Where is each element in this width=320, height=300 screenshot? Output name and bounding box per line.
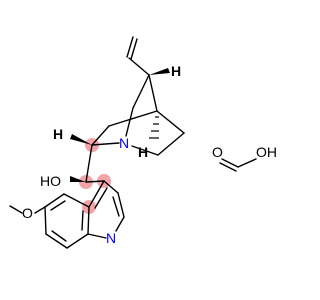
label-n-quinoline: N xyxy=(106,230,116,246)
bond-c4a-c4prime-a xyxy=(88,180,105,208)
bond-vinyl xyxy=(128,57,150,76)
bond-c8-c8a xyxy=(66,233,89,249)
bond-c8-c9 xyxy=(85,144,93,183)
bond-c6-o xyxy=(34,206,46,214)
stereo-bonds xyxy=(70,68,170,182)
bond-c3-c4 xyxy=(148,74,158,112)
bond-c4-c5 xyxy=(156,110,185,134)
bond-c6-c7 xyxy=(44,206,47,235)
bond-c5-c6 xyxy=(157,132,185,156)
bond-c4prime-c3prime xyxy=(103,180,119,194)
label-ho: HO xyxy=(40,173,61,189)
label-h-top: H xyxy=(171,63,181,79)
bond-c5-c6-inner xyxy=(50,200,66,211)
label-n-bridge: N xyxy=(119,135,129,151)
hatch-h-bridge xyxy=(149,116,159,139)
label-h-left: H xyxy=(53,126,63,142)
bond-vinyl-terminal xyxy=(126,36,134,58)
label-o-methoxy: O xyxy=(22,205,33,221)
bond-c6-n1 xyxy=(131,145,159,156)
bond-c7-c8 xyxy=(91,125,110,146)
bond-c3prime-c2prime-b xyxy=(112,196,120,217)
bond-c8a-c4a-inner xyxy=(81,210,84,231)
wedge-ho xyxy=(70,176,86,182)
bond-c3-c2 xyxy=(132,74,150,109)
bond-formic-co-a xyxy=(221,158,239,168)
bond-formic-co-b xyxy=(219,162,237,172)
bond-c5-c6 xyxy=(44,193,65,208)
bond-c8a-c4a xyxy=(87,206,90,235)
bond-c7-c8 xyxy=(45,233,68,249)
bond-c2prime-n xyxy=(115,216,125,232)
label-formic-oh: OH xyxy=(256,144,277,160)
bond-c7-c8-inner xyxy=(51,230,67,242)
atom-labels: H H N H HO O N O OH xyxy=(22,63,277,246)
label-h-bridge: H xyxy=(138,144,148,160)
bond-c4a-c4prime-b xyxy=(94,187,108,209)
quinoline-bonds xyxy=(9,180,125,249)
bond-vinyl-terminal-2 xyxy=(130,38,138,60)
wedge-h-top xyxy=(149,68,170,75)
molecule-drawing: H H N H HO O N O OH xyxy=(9,36,277,249)
bond-c3prime-c2prime-a xyxy=(117,192,125,218)
bond-c4-c7 xyxy=(108,110,158,127)
bond-formic-c-oh xyxy=(237,158,257,168)
atom-highlights xyxy=(79,138,111,214)
wedge-h-left xyxy=(70,134,92,145)
bond-c2-n1 xyxy=(125,107,134,137)
bond-c8-n1 xyxy=(91,142,120,146)
bond-n-c8a xyxy=(87,233,107,239)
bond-c9-c4prime xyxy=(85,180,105,183)
bond-c4a-c5 xyxy=(63,193,90,208)
structure-canvas: H H N H HO O N O OH xyxy=(9,36,277,249)
bond-o-methyl xyxy=(9,205,23,214)
quinuclidine-bonds xyxy=(85,36,185,183)
label-formic-o: O xyxy=(212,144,223,160)
formic-acid-bonds xyxy=(219,158,257,172)
